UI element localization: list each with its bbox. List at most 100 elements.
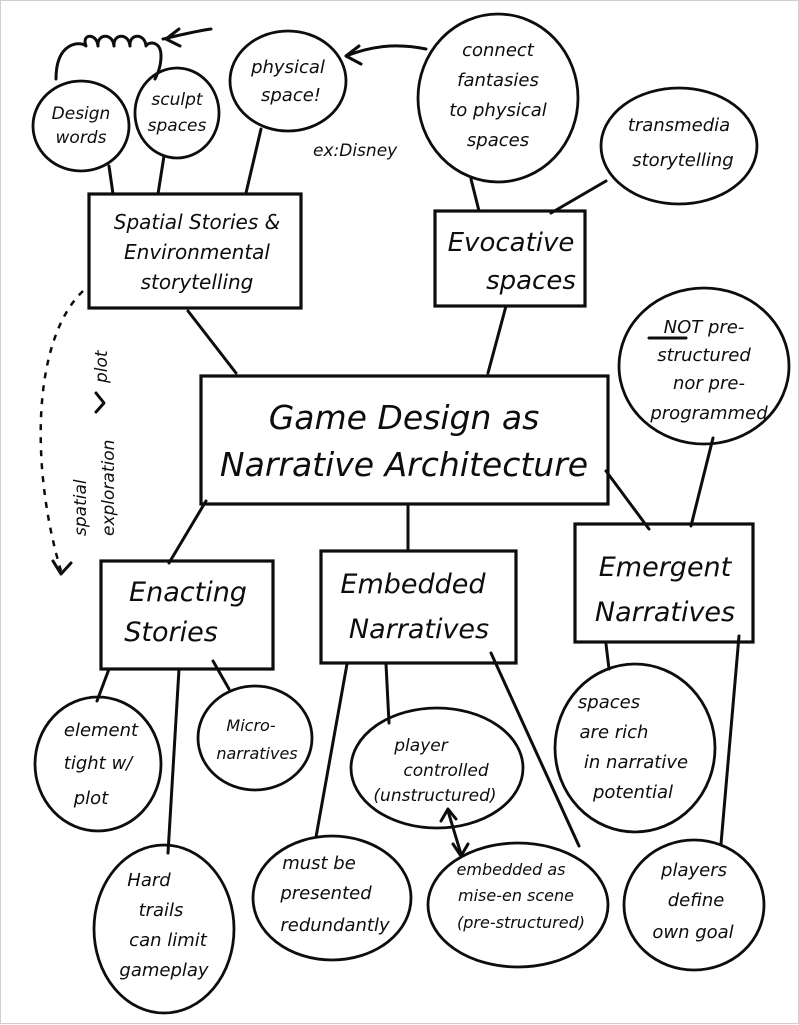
spatial-exploration-arrow (39, 290, 106, 576)
not-pre-line2: structured (657, 345, 751, 366)
connectors (95, 127, 741, 858)
physical-space-line2: space! (261, 85, 321, 106)
players-define-line2: define (668, 890, 725, 911)
ex-disney-note: ex:Disney (313, 141, 398, 161)
element-tight-line1: element (64, 720, 139, 741)
spatial-line2: Environmental (124, 240, 270, 264)
connector-player-controlled (384, 662, 391, 725)
bubble-not-prestructured (617, 286, 791, 446)
bubble-element-tight (33, 695, 163, 833)
box-central (199, 374, 610, 506)
bubble-connect-fantasies (416, 12, 580, 184)
connect-line1: connect (462, 40, 535, 61)
hard-trails-line3: can limit (129, 930, 208, 951)
design-words-line1: Design (52, 104, 111, 124)
bubble-physical-space (228, 29, 348, 133)
connect-line3: to physical (449, 100, 547, 121)
connector-must-be (314, 662, 349, 839)
players-define-line1: players (660, 860, 727, 881)
embedded-mise-line1: embedded as (457, 860, 566, 879)
player-controlled-line3: (unstructured) (373, 786, 496, 806)
micro-line1: Micro- (226, 716, 275, 735)
dashed-curve (39, 290, 84, 572)
connector-not-prestructured (689, 436, 715, 528)
bubble-must-be (251, 834, 413, 962)
connect-line2: fantasies (457, 70, 539, 91)
connector-connect-fantasies (469, 177, 481, 213)
spatial-line1: Spatial Stories & (114, 210, 280, 234)
not-pre-line1: NOT pre- (664, 317, 745, 338)
embedded-mise-line2: mise-en scene (458, 886, 574, 905)
bubble-sculpt-spaces (133, 66, 221, 160)
spatial-exploration-group: spatial exploration (71, 440, 119, 536)
connector-spatial-central (186, 309, 238, 375)
connector-central-enacting (167, 499, 208, 565)
box-spatial-stories (87, 192, 303, 310)
player-controlled-line1: player (393, 736, 448, 756)
box-enacting-stories (99, 559, 275, 671)
bubble-player-controlled (349, 706, 525, 830)
enacting-line1: Enacting (129, 577, 247, 608)
not-pre-line3: nor pre- (673, 373, 745, 394)
loop-curve (54, 34, 163, 81)
sculpt-spaces-line2: spaces (148, 116, 207, 136)
connector-players-define (719, 634, 741, 846)
connector-physical-space (244, 127, 263, 195)
micro-line2: narratives (216, 744, 297, 763)
physical-arrow-line (344, 44, 428, 58)
emergent-line1: Emergent (599, 552, 733, 583)
box-evocative-spaces (433, 209, 587, 308)
dashed-arrowhead (51, 559, 73, 576)
bubble-micro-narratives (196, 684, 314, 792)
spaces-rich-line1: spaces (578, 692, 640, 713)
connector-hard-trails (166, 667, 181, 855)
connect-line4: spaces (467, 130, 529, 151)
must-be-line1: must be (282, 853, 356, 874)
physical-arrowhead (344, 44, 363, 66)
box-embedded-narratives (319, 549, 518, 665)
bubble-spaces-rich (553, 662, 717, 834)
plot-arrow (94, 391, 106, 414)
sculpt-spaces-line1: sculpt (151, 90, 203, 110)
hard-trails-line4: gameplay (119, 960, 209, 981)
connector-spaces-rich (604, 642, 611, 671)
transmedia-line1: transmedia (628, 115, 730, 136)
spaces-rich-line3: in narrative (584, 752, 688, 773)
players-define-line3: own goal (652, 922, 733, 943)
evocative-line2: spaces (486, 266, 576, 296)
central-title-line1: Game Design as (269, 398, 540, 437)
element-tight-line2: tight w/ (64, 753, 134, 774)
embedded-line2: Narratives (349, 614, 489, 645)
element-tight-line3: plot (73, 788, 109, 809)
design-words-line2: words (56, 128, 107, 148)
plot-group: plot (92, 349, 112, 384)
player-controlled-line2: controlled (403, 761, 488, 781)
spatial-exploration-line1: spatial (71, 479, 91, 536)
spatial-exploration-line2: exploration (99, 440, 119, 536)
spaces-rich-line4: potential (592, 782, 673, 803)
must-be-line2: presented (279, 883, 372, 904)
hard-trails-line1: Hard (127, 870, 171, 891)
hard-trails-line2: trails (139, 900, 184, 921)
connector-central-emergent (604, 469, 651, 531)
connector-sculpt-spaces (156, 154, 166, 196)
transmedia-line2: storytelling (632, 150, 733, 171)
connector-transmedia (549, 179, 608, 215)
enacting-line2: Stories (124, 617, 218, 648)
plot-label: plot (92, 349, 112, 384)
bubble-embedded-mise (426, 841, 610, 969)
loop-arrowhead (164, 27, 182, 48)
physical-space-line1: physical (250, 57, 325, 78)
embedded-mise-line3: (pre-structured) (457, 913, 585, 932)
spaces-rich-line2: are rich (580, 722, 649, 743)
emergent-line2: Narratives (595, 597, 735, 628)
central-title-line2: Narrative Architecture (220, 445, 588, 484)
bubble-transmedia (599, 86, 759, 206)
connector-embedded-mise (489, 651, 581, 848)
connector-evocative-central (486, 304, 508, 375)
top-arrows (54, 27, 428, 81)
must-be-line3: redundantly (280, 915, 390, 936)
box-emergent-narratives (573, 522, 755, 644)
